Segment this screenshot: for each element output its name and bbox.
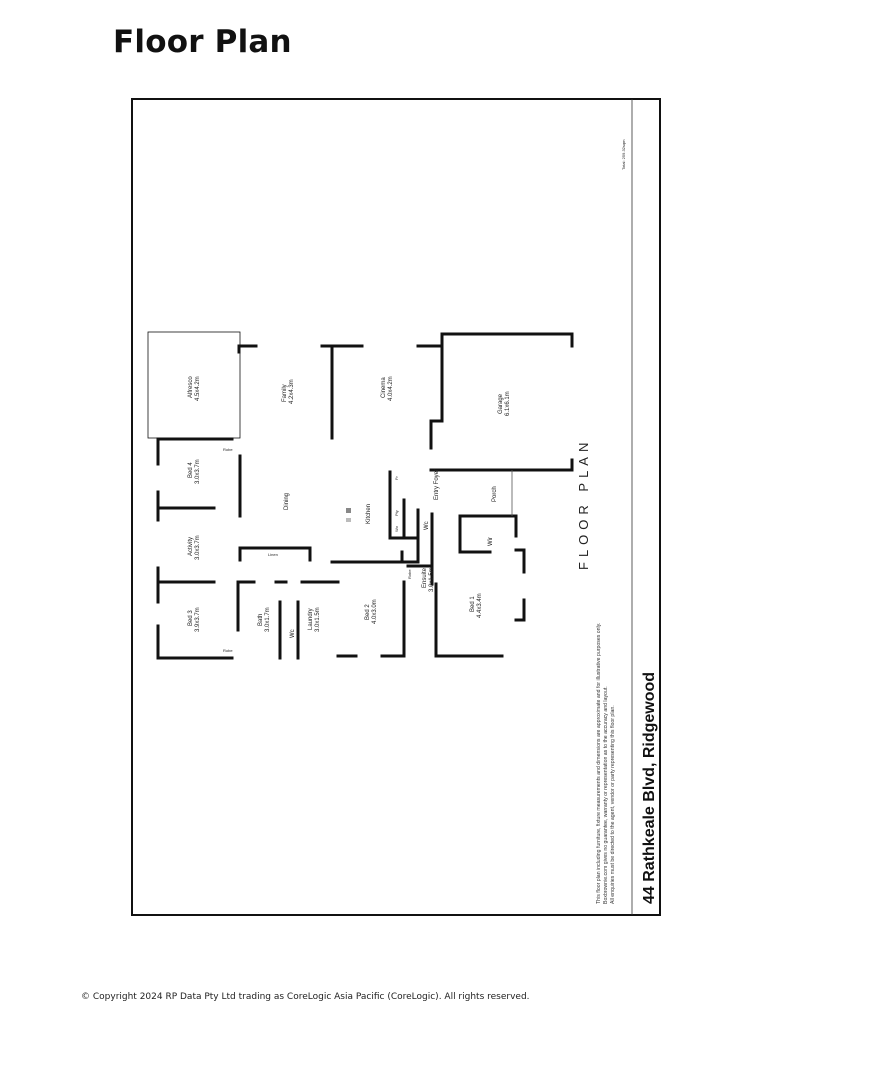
wall <box>156 624 234 660</box>
disclaimer-line-3: All enquiries must be directed to the ag… <box>610 705 616 904</box>
room-kitchen-name: Kitchen <box>366 504 372 524</box>
room-cinema-size: 4.0x4.2m <box>388 376 394 401</box>
room-bed2-name: Bed 2 <box>365 604 371 620</box>
wall <box>434 582 504 658</box>
room-wir-name: Wir <box>488 537 494 546</box>
wall <box>429 332 444 450</box>
room-bath-name: Bath <box>258 614 264 626</box>
wall <box>514 598 526 622</box>
room-laundry-name: Laundry <box>308 608 314 630</box>
room-dining-name: Dining <box>284 493 290 510</box>
room-ensuite-size: 3.0x1.5m <box>429 567 435 592</box>
room-bed2-size: 4.0x3.0m <box>372 599 378 624</box>
disclaimer-line-1: This floor plan including furniture, fix… <box>596 623 602 904</box>
room-cinema-name: Cinema <box>381 377 387 398</box>
sheet-border <box>131 98 661 916</box>
wall <box>458 514 518 538</box>
room-porch-name: Porch <box>492 486 498 502</box>
room-pty-name: Pty <box>394 510 399 516</box>
room-bed4-size: 3.0x3.7m <box>195 459 201 484</box>
room-entry-name: Entry Foyer <box>434 469 440 500</box>
room-wc2-name: Wc <box>424 521 430 530</box>
wall <box>406 564 434 586</box>
room-robe-bed4-name: Robe <box>223 447 233 452</box>
total-area: Total: 259.32sqm <box>621 139 626 170</box>
copyright-notice: © Copyright 2024 RP Data Pty Ltd trading… <box>81 992 530 1002</box>
room-family-name: Family <box>282 384 288 402</box>
room-wc1-name: Wc <box>290 629 296 638</box>
kitchen-cooktop-mark <box>346 518 351 522</box>
room-linen-name: Linen <box>268 552 278 557</box>
room-bed3-size: 3.9x3.7m <box>195 607 201 632</box>
room-ensuite-name: Ensuite <box>422 567 428 588</box>
room-activity-size: 3.0x3.7m <box>195 535 201 560</box>
room-labels: Alfresco 4.5x4.2m Family 4.2x4.3m Cinema… <box>188 376 511 653</box>
wall <box>514 548 526 574</box>
disclaimer-line-2: Boxbrownie.com gives no guarantee, warra… <box>603 686 609 904</box>
walls <box>147 331 574 660</box>
kitchen-sink-mark <box>346 508 351 513</box>
room-fr-name: Fr <box>394 476 399 480</box>
plan-title: FLOOR PLAN <box>576 438 591 570</box>
address-label: 44 Rathkeale Blvd, Ridgewood <box>641 672 658 904</box>
room-alfresco-size: 4.5x4.2m <box>195 376 201 401</box>
room-bath-size: 3.0x1.7m <box>265 607 271 632</box>
room-robe-name: Robe <box>407 569 412 579</box>
room-bed4-name: Bed 4 <box>188 462 194 478</box>
wall <box>238 546 312 562</box>
room-alfresco-name: Alfresco <box>188 376 194 398</box>
page-title: Floor Plan <box>113 24 292 60</box>
room-robe-bed3-name: Robe <box>223 648 233 653</box>
room-family-size: 4.2x4.3m <box>289 379 295 404</box>
room-wo-name: Wo <box>394 525 399 532</box>
room-bed3-name: Bed 3 <box>188 610 194 626</box>
floor-plan-drawing: 44 Rathkeale Blvd, Ridgewood FLOOR PLAN … <box>131 98 661 916</box>
room-garage-name: Garage <box>498 393 504 414</box>
floor-plan-sheet: 44 Rathkeale Blvd, Ridgewood FLOOR PLAN … <box>126 96 666 918</box>
room-garage-size: 6.1x6.1m <box>505 391 511 416</box>
room-activity-name: Activity <box>188 537 194 556</box>
room-laundry-size: 3.0x1.5m <box>315 607 321 632</box>
wall <box>380 580 406 658</box>
alfresco-outline <box>147 331 241 439</box>
wall <box>458 514 492 554</box>
room-bed1-size: 4.4x3.4m <box>477 593 483 618</box>
room-bed1-name: Bed 1 <box>470 596 476 612</box>
